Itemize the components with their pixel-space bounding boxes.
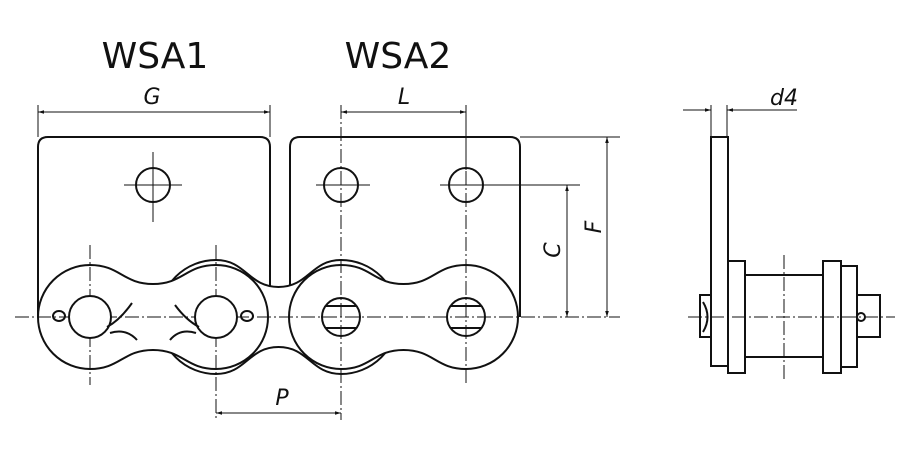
dimension-f: F <box>520 136 620 317</box>
pin-riveted-right <box>446 297 486 337</box>
pin-cotter-left <box>52 295 138 341</box>
wsa2-plate <box>289 136 521 317</box>
title-wsa2: WSA2 <box>345 36 452 77</box>
dimension-d4-label: d4 <box>770 86 798 111</box>
wsa1-hole <box>124 152 182 222</box>
pin-cotter-right <box>169 295 254 341</box>
dimension-c: C <box>483 184 580 317</box>
dimension-d4: d4 <box>683 86 798 137</box>
dimension-p-label: P <box>275 386 289 411</box>
wsa2-hole-left <box>316 167 370 203</box>
dimension-l-label: L <box>398 85 410 110</box>
dimension-g-label: G <box>143 85 160 110</box>
dimension-f-label: F <box>582 220 607 233</box>
dimension-l: L <box>341 85 467 170</box>
title-wsa1: WSA1 <box>102 36 209 77</box>
side-view <box>688 136 895 380</box>
dimension-g: G <box>37 85 271 137</box>
dimension-c-label: C <box>541 242 566 258</box>
dimension-p: P <box>216 386 341 415</box>
pin-riveted-left <box>321 297 361 337</box>
wsa1-plate <box>37 136 271 317</box>
